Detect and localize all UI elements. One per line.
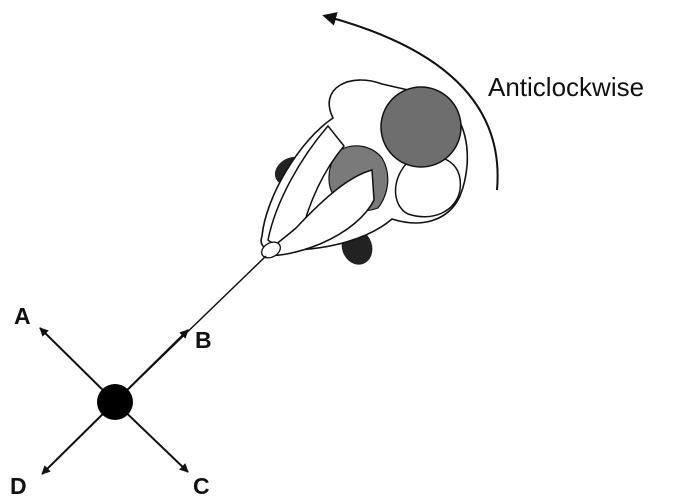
head [381,87,461,167]
label-c: C [193,473,210,498]
ball-icon [97,384,133,420]
label-b: B [195,327,212,353]
label-d: D [10,473,27,498]
label-a: A [14,303,31,329]
rotation-label: Anticlockwise [488,72,644,102]
person-top-view-icon [259,80,468,269]
